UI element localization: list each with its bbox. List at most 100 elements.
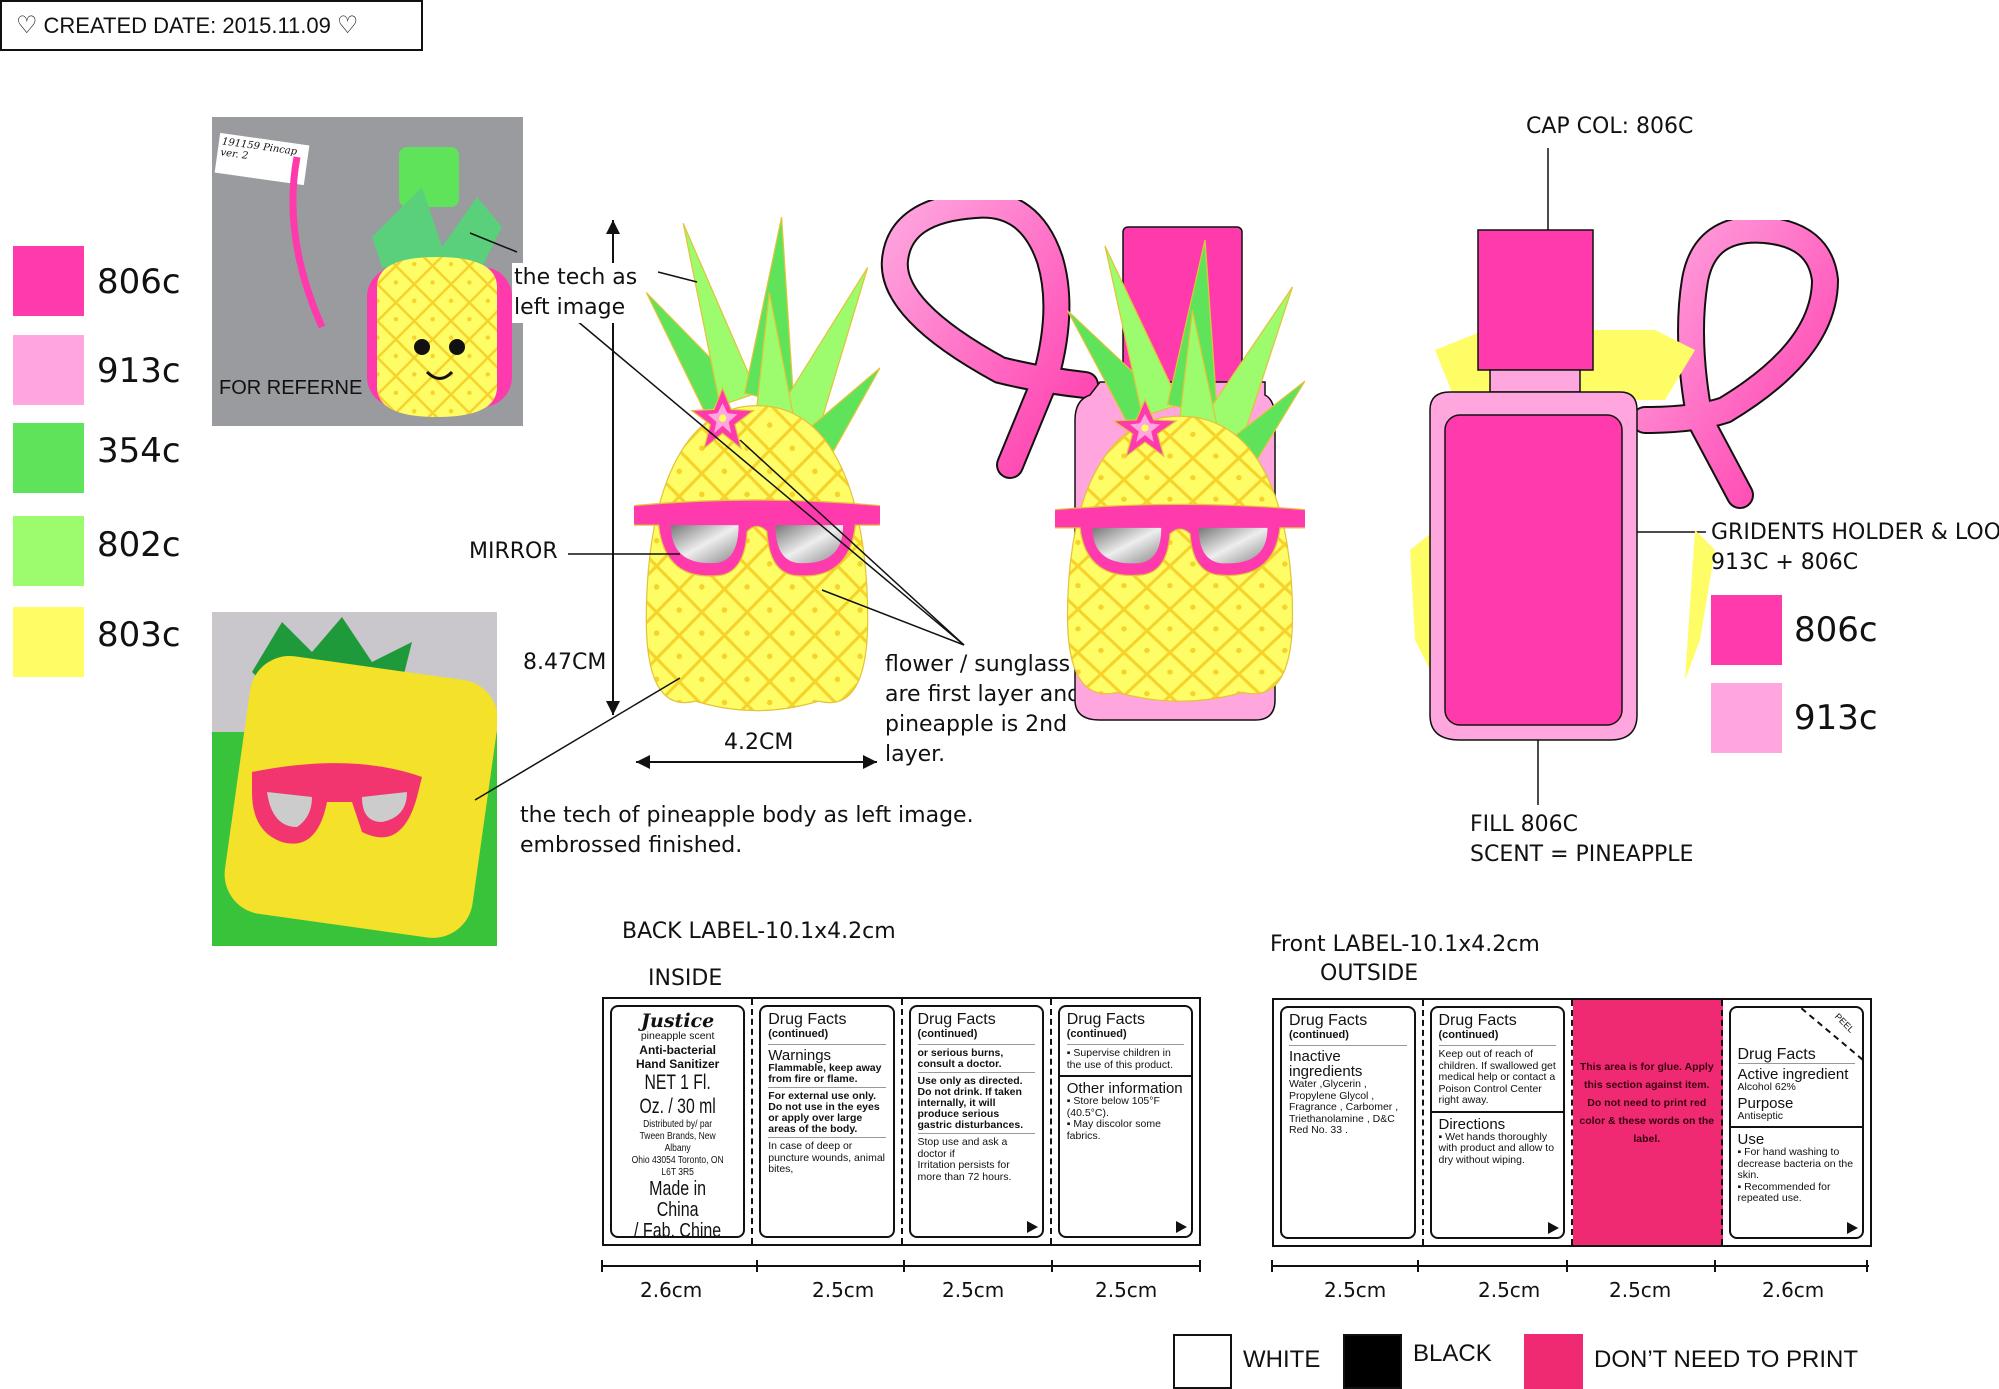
- dimension-label: 2.5cm: [1095, 1278, 1158, 1302]
- front-label: Drug Facts(continued)Inactive ingredient…: [1272, 998, 1872, 1247]
- fill-note-line: SCENT = PINEAPPLE: [1470, 842, 1694, 867]
- label-text: Antiseptic: [1737, 1109, 1784, 1122]
- label-text: (continued): [1438, 1029, 1556, 1046]
- label-text: [1737, 1063, 1855, 1064]
- tech-note-line: left image: [514, 295, 626, 320]
- label-text: Made in China: [649, 1177, 707, 1221]
- created-date-box: ♡ CREATED DATE: 2015.11.09 ♡: [0, 0, 423, 51]
- holder-back-drawing: [1410, 220, 1840, 741]
- label-panel: Drug Facts(continued)▪ Supervise childre…: [1052, 999, 1199, 1244]
- heart-icon: ♡: [16, 12, 38, 39]
- front-label-title: Front LABEL-10.1x4.2cm: [1270, 932, 1540, 957]
- legend-swatch-white: [1173, 1334, 1232, 1389]
- label-text: ▪ May discolor some fabrics.: [1066, 1118, 1161, 1142]
- label-text: Inactive ingredients: [1289, 1048, 1363, 1080]
- label-text: Other information: [1066, 1080, 1183, 1097]
- width-dimension: 4.2CM: [724, 730, 794, 755]
- dimension-label: 2.5cm: [1478, 1278, 1541, 1302]
- label-text: Ohio 43054 Toronto, ON L6T 3R5: [631, 1154, 724, 1178]
- divider: [1431, 1110, 1563, 1113]
- divider: [1730, 1126, 1862, 1128]
- heart-icon: ♡: [336, 12, 359, 39]
- label-text: Drug Facts: [1438, 1012, 1517, 1029]
- reference-photo-embossed: [212, 612, 497, 946]
- swatch-354c: [13, 423, 84, 493]
- body-tech-note: the tech of pineapple body as left image…: [520, 801, 974, 861]
- label-text: ▪ For hand washing to decrease bacteria …: [1737, 1146, 1854, 1181]
- label-text: Flammable, keep away from fire or flame.: [768, 1063, 886, 1088]
- drug-facts-panel: Drug Facts(continued)▪ Supervise childre…: [1057, 1005, 1193, 1238]
- swatch-802c: [13, 516, 84, 586]
- label-text: Directions: [1438, 1115, 1506, 1133]
- dimension-label: 2.5cm: [942, 1278, 1005, 1302]
- label-text: Use: [1737, 1131, 1765, 1148]
- holder-front-drawing: [880, 200, 1320, 721]
- body-tech-line: embrossed finished.: [520, 833, 743, 858]
- swatch-label: 806c: [97, 262, 181, 302]
- back-label-title: BACK LABEL-10.1x4.2cm: [622, 919, 896, 944]
- label-text: Tween Brands, New Albany: [639, 1130, 716, 1154]
- label-text: Use only as directed. Do not drink. If t…: [917, 1076, 1035, 1134]
- label-text: Drug Facts: [768, 1011, 847, 1028]
- front-label-side: OUTSIDE: [1320, 961, 1419, 986]
- label-text: ▪ Wet hands thoroughly with product and …: [1438, 1130, 1555, 1166]
- label-text: ▪ Recommended for repeated use.: [1737, 1180, 1831, 1204]
- dimension-label: 2.5cm: [1324, 1278, 1387, 1302]
- fill-note: FILL 806C SCENT = PINEAPPLE: [1470, 810, 1693, 870]
- swatch-label: 354c: [97, 431, 181, 471]
- reference-photo: 191159 Pincap ver. 2 FOR REFERNE: [212, 117, 523, 426]
- continue-arrow-icon: [1548, 1222, 1559, 1234]
- reference-label: FOR REFERNE: [219, 377, 363, 399]
- holder-note: GRIDENTS HOLDER & LOOP: 913C + 806C: [1711, 518, 1999, 578]
- label-panel: This area is for glue. Apply this sectio…: [1573, 1000, 1723, 1245]
- glue-area-text: This area is for glue. Apply this sectio…: [1579, 1061, 1715, 1145]
- label-text: Justice: [641, 1010, 715, 1032]
- swatch-label: 803c: [97, 615, 181, 655]
- dimension-label: 2.5cm: [1609, 1278, 1672, 1302]
- swatch-806c: [13, 246, 84, 316]
- reference-product-image: [289, 147, 512, 417]
- divider: [1059, 1075, 1191, 1077]
- label-text: Drug Facts: [1737, 1046, 1816, 1063]
- label-panel: Drug Facts(continued) or serious burns, c…: [903, 999, 1052, 1244]
- swatch-label: 913c: [97, 351, 181, 391]
- holder-swatch-label: 806c: [1794, 610, 1878, 650]
- label-text: (continued): [917, 1028, 1035, 1045]
- label-text: Drug Facts: [1066, 1011, 1145, 1028]
- back-label-side: INSIDE: [648, 966, 723, 991]
- fill-note-line: FILL 806C: [1470, 812, 1579, 837]
- label-text: Hand Sanitizer: [635, 1056, 720, 1071]
- legend-swatch-black: [1343, 1334, 1402, 1389]
- holder-note-line: GRIDENTS HOLDER & LOOP:: [1711, 520, 1999, 545]
- swatch-913c: [13, 335, 84, 405]
- drug-facts-panel: Drug Facts(continued)Inactive ingredient…: [1280, 1006, 1416, 1239]
- holder-note-line: 913C + 806C: [1711, 550, 1859, 575]
- cap-color-note: CAP COL: 806C: [1526, 114, 1694, 139]
- label-text: Irritation persists for more than 72 hou…: [917, 1159, 1012, 1183]
- layers-note-line: layer.: [885, 742, 946, 767]
- holder-swatch-label: 913c: [1794, 698, 1878, 738]
- created-date: CREATED DATE: 2015.11.09: [43, 12, 331, 38]
- label-text: In case of deep or puncture wounds, anim…: [768, 1140, 885, 1175]
- label-text: Anti-bacterial: [639, 1042, 716, 1057]
- label-text: or serious burns, consult a doctor.: [917, 1048, 1035, 1073]
- label-text: Distributed by/ par: [643, 1118, 713, 1130]
- label-text: (continued): [1289, 1029, 1407, 1046]
- label-text: Drug Facts: [917, 1011, 996, 1028]
- layers-note: flower / sunglass are first layer and pi…: [885, 650, 1081, 770]
- label-text: Warnings: [768, 1047, 832, 1064]
- drug-facts-panel: Drug Facts(continued) or serious burns, c…: [908, 1005, 1044, 1238]
- layers-note-line: flower / sunglass: [885, 652, 1071, 677]
- tech-note-line: the tech as: [514, 265, 638, 290]
- label-text: (continued): [1066, 1028, 1184, 1045]
- dimension-label: 2.5cm: [812, 1278, 875, 1302]
- label-text: Active ingredient: [1737, 1066, 1849, 1083]
- swatch-label: 802c: [97, 525, 181, 565]
- continue-arrow-icon: [1026, 1221, 1038, 1233]
- label-text: Purpose: [1737, 1094, 1794, 1112]
- label-panel: Drug Facts(continued)Inactive ingredient…: [1274, 1000, 1424, 1245]
